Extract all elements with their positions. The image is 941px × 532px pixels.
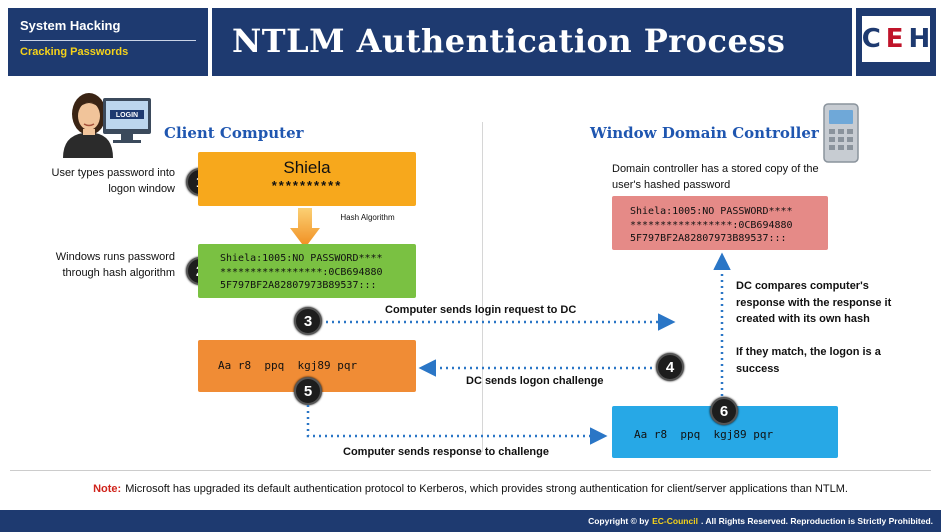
header-title-banner: NTLM Authentication Process (212, 8, 852, 76)
ceh-logo: C E H (856, 8, 936, 76)
copyright-suffix: . All Rights Reserved. Reproduction is S… (700, 516, 933, 526)
note-text: Microsoft has upgraded its default authe… (125, 483, 848, 495)
server-icon (822, 102, 860, 164)
ceh-logo-mark: C E H (862, 16, 930, 62)
hash-down-arrow-icon (290, 208, 320, 248)
note-label: Note: (93, 483, 122, 495)
password-mask: ********** (271, 178, 343, 193)
dc-response-text: Aa r8 ppq kgj89 pqr (634, 428, 774, 441)
header-divider (20, 40, 196, 41)
dc-stored-description: Domain controller has a stored copy of t… (612, 163, 819, 191)
page-title: NTLM Authentication Process (232, 22, 786, 60)
arrow-step5 (306, 405, 608, 445)
step-4-badge: 4 (656, 353, 684, 381)
step2-description: Windows runs password through hash algor… (55, 251, 175, 279)
step-3-badge: 3 (294, 307, 322, 335)
step5-label: Computer sends response to challenge (343, 446, 549, 458)
logo-letter-c: C (861, 24, 881, 54)
client-hash-box: Shiela:1005:NO PASSWORD**** ************… (198, 244, 416, 298)
user-at-computer-icon: LOGIN (55, 88, 155, 158)
dc-stored-hash-text: Shiela:1005:NO PASSWORD**** ************… (630, 206, 793, 244)
client-hash-text: Shiela:1005:NO PASSWORD**** ************… (220, 253, 383, 291)
center-divider (482, 122, 483, 452)
logo-letter-h: H (908, 24, 931, 54)
step-6-badge: 6 (710, 397, 738, 425)
copyright-prefix: Copyright © by (588, 516, 650, 526)
username-text: Shiela (283, 158, 331, 177)
password-entry-box: Shiela ********** (198, 152, 416, 206)
dc-stored-hash-box: Shiela:1005:NO PASSWORD**** ************… (612, 196, 828, 250)
logo-letter-e: E (885, 24, 904, 54)
step3-label: Computer sends login request to DC (385, 304, 577, 316)
step1-description: User types password into logon window (51, 167, 176, 195)
copyright-bar: Copyright © by EC-Council . All Rights R… (0, 510, 941, 532)
copyright-brand: EC-Council (652, 516, 698, 526)
module-title: System Hacking (20, 18, 121, 33)
dc-match-description: If they match, the logon is a success (736, 346, 881, 375)
login-screen-text: LOGIN (116, 112, 138, 119)
step-5-badge: 5 (294, 377, 322, 405)
client-response-text: Aa r8 ppq kgj89 pqr (218, 359, 358, 372)
client-heading: Client Computer (164, 124, 304, 142)
step4-label: DC sends logon challenge (466, 375, 604, 387)
header-section-banner: System Hacking Cracking Passwords (8, 8, 208, 76)
footer-note: Note: Microsoft has upgraded its default… (10, 470, 931, 507)
dc-compare-description: DC compares computer's response with the… (736, 280, 892, 325)
hash-algorithm-label: Hash Algorithm (340, 213, 395, 222)
topic-title: Cracking Passwords (20, 46, 129, 58)
dc-heading: Window Domain Controller (590, 124, 819, 142)
